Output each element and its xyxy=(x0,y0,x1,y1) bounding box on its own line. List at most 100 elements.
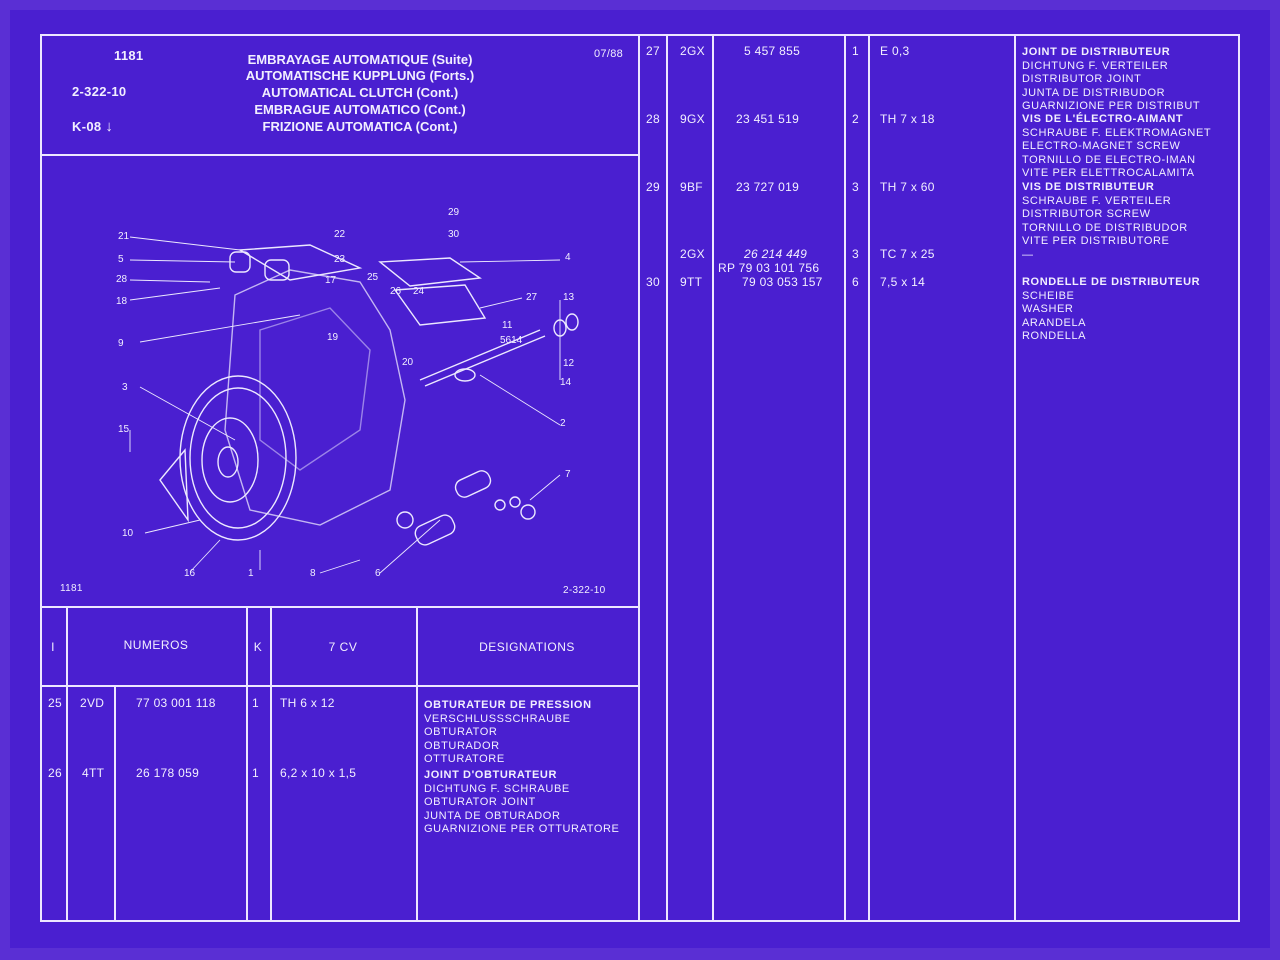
designation-title: OBTURATEUR DE PRESSION xyxy=(424,699,592,711)
row-index: 27 xyxy=(646,44,660,58)
row-index: 28 xyxy=(646,112,660,126)
title-fr: EMBRAYAGE AUTOMATIQUE (Suite) xyxy=(247,52,473,67)
designation-line: SCHEIBE xyxy=(1022,289,1075,302)
col-line xyxy=(114,685,116,922)
parts-catalog-sheet: 1181 2-322-10 K-08 ↓ 07/88 EMBRAYAGE AUT… xyxy=(10,10,1270,948)
row-part-number: 23 727 019 xyxy=(736,180,800,194)
callout-number: 18 xyxy=(116,296,128,307)
designation-line: OBTURATOR xyxy=(424,726,498,738)
col-header-k: K xyxy=(253,640,263,654)
callout-number: 14 xyxy=(560,377,572,388)
row-quantity: 2 xyxy=(852,112,859,126)
frame-left-line xyxy=(40,34,42,922)
row-designation: VIS DE L'ÉLECTRO-AIMANT SCHRAUBE F. ELEK… xyxy=(1022,113,1211,181)
designation-line: SCHRAUBE F. ELEKTROMAGNET xyxy=(1022,126,1212,139)
designation-line: JUNTA DE DISTRIBUDOR xyxy=(1022,86,1166,99)
row-quantity: 3 xyxy=(852,180,859,194)
designation-line: WASHER xyxy=(1022,303,1074,315)
col-line xyxy=(270,606,272,922)
title-it: FRIZIONE AUTOMATICA (Cont.) xyxy=(262,119,458,134)
col-header-numeros: NUMEROS xyxy=(123,638,189,652)
row-index: 29 xyxy=(646,180,660,194)
col-line xyxy=(246,606,248,922)
filter-shaft xyxy=(396,313,579,546)
callout-number: 2 xyxy=(560,418,566,429)
callout-number: 13 xyxy=(563,292,575,303)
designation-line: VITE PER DISTRIBUTORE xyxy=(1022,235,1170,247)
down-arrow-icon: ↓ xyxy=(105,118,114,135)
designation-line: DICHTUNG F. SCHRAUBE xyxy=(424,782,570,795)
designation-line: DISTRIBUTOR JOINT xyxy=(1022,73,1142,85)
designation-line: — xyxy=(1022,248,1034,261)
col-line xyxy=(416,606,418,922)
designation-line: SCHRAUBE F. VERTEILER xyxy=(1022,194,1172,207)
row-dimension: TC 7 x 25 xyxy=(880,247,935,261)
callout-number: 3 xyxy=(122,382,128,393)
row-dimension: TH 7 x 60 xyxy=(880,180,935,194)
row-part-number: 23 451 519 xyxy=(736,112,800,126)
designation-line: GUARNIZIONE PER DISTRIBUT xyxy=(1022,100,1201,112)
callout-number: 1 xyxy=(248,568,254,579)
callout-number: 8 xyxy=(310,568,316,579)
callout-number: 5614 xyxy=(500,335,523,346)
callout-number: 6 xyxy=(375,568,381,579)
row-designation: VIS DE DISTRIBUTEUR SCHRAUBE F. VERTEILE… xyxy=(1022,181,1188,262)
designation-title: JOINT DE DISTRIBUTEUR xyxy=(1022,46,1171,58)
row-part-number: 77 03 001 118 xyxy=(136,696,216,710)
callout-number: 5 xyxy=(118,254,124,265)
diagram-footer-left: 1181 xyxy=(60,583,83,594)
callout-number: 10 xyxy=(122,528,134,539)
leader-lines xyxy=(129,236,561,574)
row-designation: JOINT D'OBTURATEUR DICHTUNG F. SCHRAUBE … xyxy=(424,769,619,837)
designation-title: VIS DE DISTRIBUTEUR xyxy=(1022,181,1155,193)
col-line xyxy=(712,34,714,922)
title-es: EMBRAGUE AUTOMATICO (Cont.) xyxy=(254,102,466,117)
callout-number: 17 xyxy=(325,275,337,286)
row-part-number: 5 457 855 xyxy=(744,44,801,58)
row-dimension: TH 7 x 18 xyxy=(880,112,935,126)
row-dimension: 6,2 x 10 x 1,5 xyxy=(280,766,357,780)
designation-line: DISTRIBUTOR SCREW xyxy=(1022,208,1151,220)
designation-line: GUARNIZIONE PER OTTURATORE xyxy=(424,823,620,835)
designation-line: TORNILLO DE DISTRIBUDOR xyxy=(1022,221,1188,234)
row-part-number-alt: RP 79 03 101 756 xyxy=(718,261,820,275)
designation-title: VIS DE L'ÉLECTRO-AIMANT xyxy=(1022,113,1184,125)
callout-number: 21 xyxy=(118,231,130,242)
callout-number: 16 xyxy=(184,568,196,579)
row-index: 26 xyxy=(48,766,62,780)
col-header-cv: 7 CV xyxy=(328,640,358,654)
model-number: 1181 xyxy=(114,48,144,63)
designation-line: VITE PER ELETTROCALAMITA xyxy=(1022,167,1195,179)
designation-line: OBTURADOR xyxy=(424,739,500,752)
row-dimension: E 0,3 xyxy=(880,44,910,58)
row-index: 30 xyxy=(646,275,660,289)
callout-number: 11 xyxy=(502,320,513,331)
page-reference: 2-322-10 xyxy=(72,84,127,99)
row-code: 9BF xyxy=(680,180,703,194)
row-quantity: 1 xyxy=(252,696,259,710)
row-quantity: 6 xyxy=(852,275,859,289)
row-designation: JOINT DE DISTRIBUTEUR DICHTUNG F. VERTEI… xyxy=(1022,46,1200,114)
row-code: 2VD xyxy=(80,696,105,710)
designation-line: DICHTUNG F. VERTEILER xyxy=(1022,59,1169,72)
col-line xyxy=(868,34,870,922)
designation-title: RONDELLE DE DISTRIBUTEUR xyxy=(1022,276,1201,288)
callout-number: 30 xyxy=(448,229,460,240)
diagram-bottom-divider xyxy=(40,606,640,608)
callout-number: 4 xyxy=(565,252,571,263)
designation-line: OBTURATOR JOINT xyxy=(424,796,536,808)
col-line xyxy=(66,606,68,922)
row-quantity: 1 xyxy=(252,766,259,780)
row-code: 9GX xyxy=(680,112,705,126)
row-part-number: 26 178 059 xyxy=(136,766,200,780)
callout-number: 9 xyxy=(118,338,124,349)
frame-top-line xyxy=(40,34,1240,36)
row-designation: RONDELLE DE DISTRIBUTEUR SCHEIBE WASHER … xyxy=(1022,276,1200,344)
row-dimension: TH 6 x 12 xyxy=(280,696,335,710)
callout-number: 28 xyxy=(116,274,128,285)
section-code: K-08 ↓ xyxy=(72,118,113,135)
drive-plate xyxy=(159,375,297,541)
row-code: 9TT xyxy=(680,275,703,289)
callout-number: 22 xyxy=(334,229,346,240)
